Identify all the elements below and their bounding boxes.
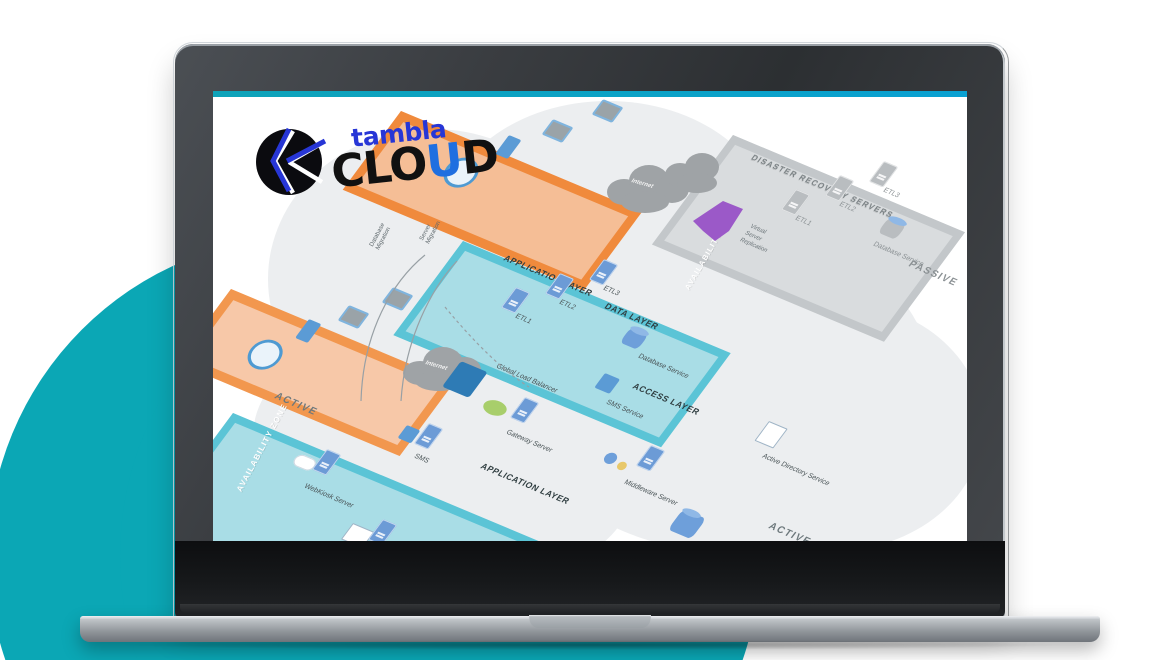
laptop-trackpad-notch [529,615,651,628]
tambla-logo-wordmark: tambla CLOUD [329,113,501,198]
brand-logo: tambla CLOUD [253,113,501,199]
laptop-hinge-shine [180,604,1000,613]
server-icon [868,161,899,188]
screen-accent-strip [213,91,967,97]
laptop-bottom-bezel [175,541,1005,619]
logo-cloud-post: D [458,128,501,185]
logo-cloud-pre: CLO [328,135,430,199]
laptop-base [80,615,1100,642]
virtual-server-replication-arrow [693,201,743,241]
tambla-logo-mark [256,127,327,195]
logo-cloud-u: U [423,132,465,189]
laptop-screen: DISASTER RECOVERY SERVERS ETL1 ETL2 ETL3… [213,91,967,541]
architecture-diagram: DISASTER RECOVERY SERVERS ETL1 ETL2 ETL3… [213,91,967,541]
background-blob [683,301,967,541]
laptop-mockup: DISASTER RECOVERY SERVERS ETL1 ETL2 ETL3… [80,42,1100,650]
laptop-shadow [110,640,1070,650]
